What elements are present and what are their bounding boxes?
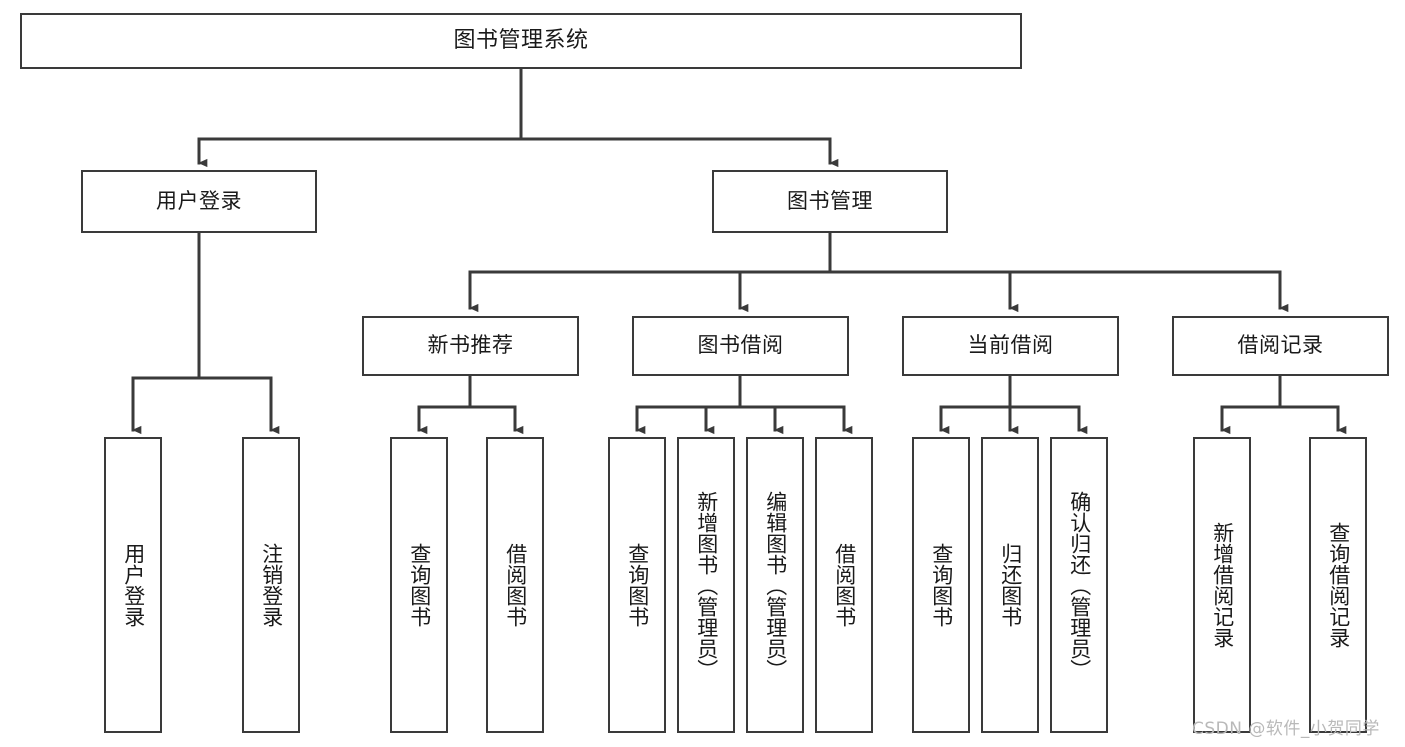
csdn-watermark: CSDN @软件_小贺同学 — [1192, 719, 1380, 739]
node-book-manage-label: 图书管理 — [787, 188, 873, 213]
node-new-book-recommend-label: 新书推荐 — [427, 333, 514, 358]
node-leaf-confirm-return-label: 确认归还（管理员） — [1067, 490, 1092, 680]
node-leaf-borrow-book-1[interactable]: 借阅图书 — [486, 437, 544, 733]
node-leaf-add-book[interactable]: 新增图书（管理员） — [677, 437, 735, 733]
node-leaf-logout-login[interactable]: 注销登录 — [242, 437, 300, 733]
node-current-borrow[interactable]: 当前借阅 — [902, 316, 1119, 376]
node-leaf-query-book-3-label: 查询图书 — [929, 543, 954, 627]
node-current-borrow-label: 当前借阅 — [967, 333, 1054, 358]
node-leaf-query-book-1-label: 查询图书 — [407, 543, 432, 627]
node-leaf-logout-login-label: 注销登录 — [259, 543, 284, 627]
node-leaf-query-record[interactable]: 查询借阅记录 — [1309, 437, 1367, 733]
node-leaf-query-record-label: 查询借阅记录 — [1326, 522, 1351, 648]
node-leaf-user-login[interactable]: 用户登录 — [104, 437, 162, 733]
node-leaf-return-book-label: 归还图书 — [998, 543, 1023, 627]
node-book-borrow-label: 图书借阅 — [697, 333, 784, 358]
node-root-label: 图书管理系统 — [453, 27, 589, 53]
node-leaf-borrow-book-2-label: 借阅图书 — [832, 543, 857, 627]
node-leaf-query-book-2[interactable]: 查询图书 — [608, 437, 666, 733]
node-book-borrow[interactable]: 图书借阅 — [632, 316, 849, 376]
node-leaf-add-book-label: 新增图书（管理员） — [694, 490, 719, 680]
node-user-login-label: 用户登录 — [156, 188, 242, 213]
node-leaf-query-book-1[interactable]: 查询图书 — [390, 437, 448, 733]
node-borrow-record-label: 借阅记录 — [1237, 333, 1324, 358]
node-leaf-return-book[interactable]: 归还图书 — [981, 437, 1039, 733]
node-leaf-borrow-book-1-label: 借阅图书 — [503, 543, 528, 627]
node-leaf-query-book-3[interactable]: 查询图书 — [912, 437, 970, 733]
node-leaf-edit-book[interactable]: 编辑图书（管理员） — [746, 437, 804, 733]
node-leaf-query-book-2-label: 查询图书 — [625, 543, 650, 627]
node-user-login[interactable]: 用户登录 — [81, 170, 317, 233]
node-leaf-user-login-label: 用户登录 — [121, 543, 146, 627]
node-leaf-confirm-return[interactable]: 确认归还（管理员） — [1050, 437, 1108, 733]
node-new-book-recommend[interactable]: 新书推荐 — [362, 316, 579, 376]
node-leaf-edit-book-label: 编辑图书（管理员） — [763, 490, 788, 680]
node-leaf-borrow-book-2[interactable]: 借阅图书 — [815, 437, 873, 733]
node-leaf-add-record[interactable]: 新增借阅记录 — [1193, 437, 1251, 733]
node-leaf-add-record-label: 新增借阅记录 — [1210, 522, 1235, 648]
node-borrow-record[interactable]: 借阅记录 — [1172, 316, 1389, 376]
node-root[interactable]: 图书管理系统 — [20, 13, 1022, 69]
node-book-manage[interactable]: 图书管理 — [712, 170, 948, 233]
